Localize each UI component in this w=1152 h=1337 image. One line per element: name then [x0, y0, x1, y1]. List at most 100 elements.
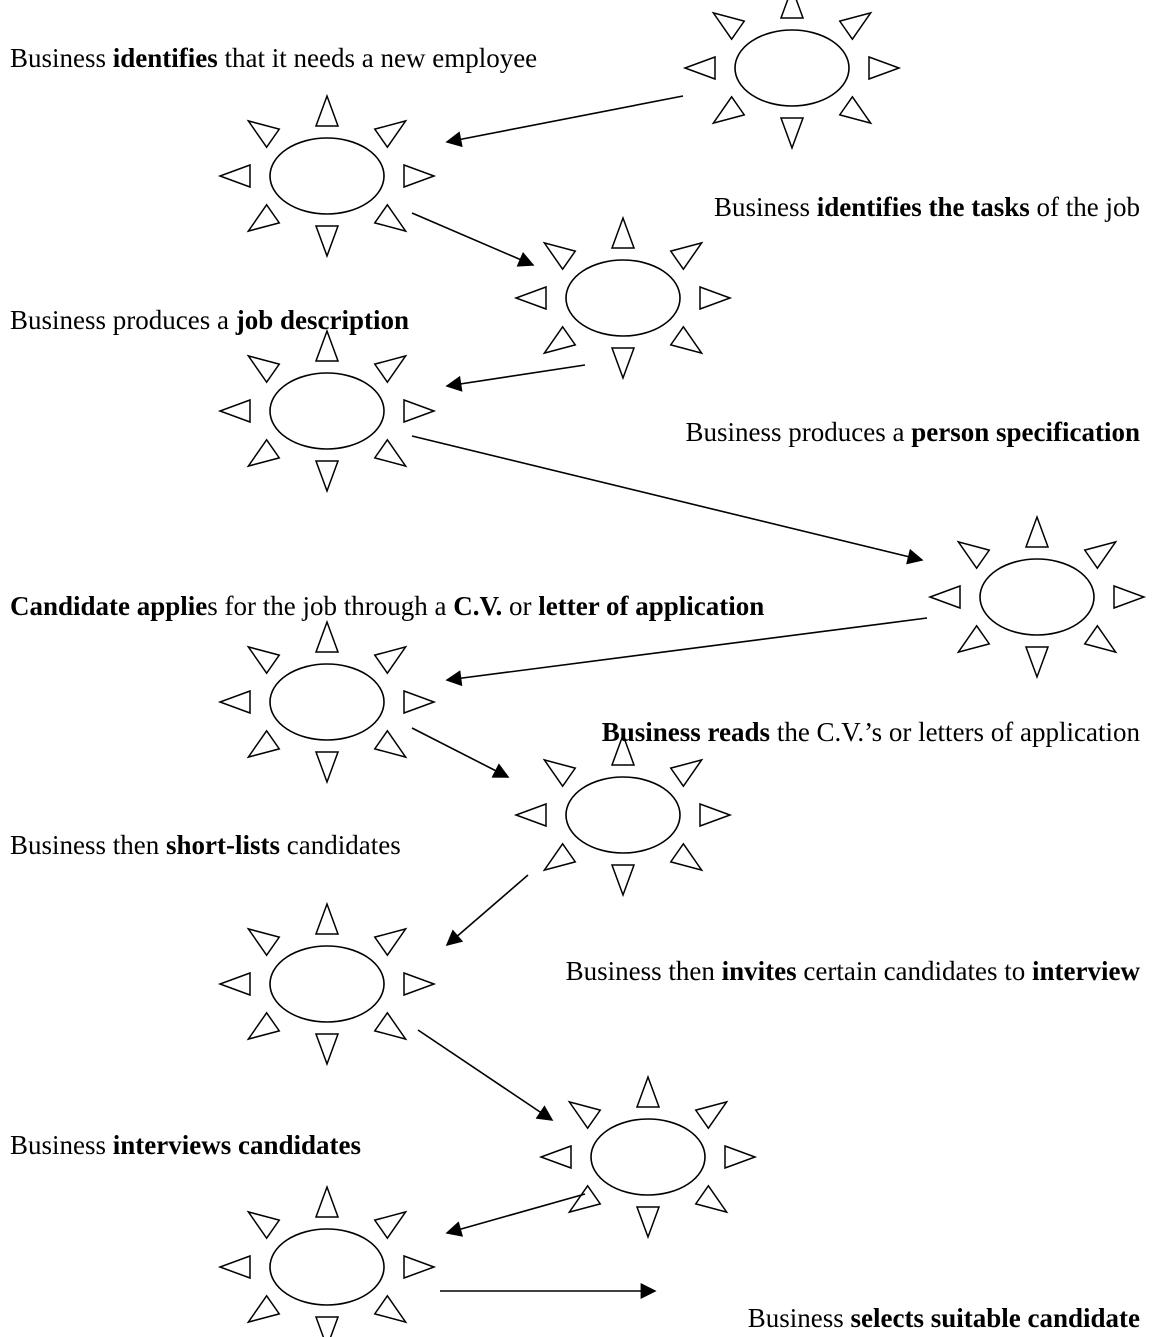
sun-ray-triangle: [314, 1033, 340, 1067]
sun-ray-triangle: [314, 751, 340, 785]
label-text: of the job: [1029, 192, 1140, 222]
sun-ray-triangle: [956, 624, 991, 654]
flow-arrow: [411, 212, 535, 267]
sun-ray-triangle: [610, 864, 636, 898]
sun-ray-triangle: [217, 689, 251, 715]
sun-ray-triangle: [699, 802, 733, 828]
sun-ray-triangle: [246, 438, 281, 468]
label-text: or: [502, 591, 539, 621]
flow-arrow: [445, 95, 684, 148]
sun-ray-triangle: [403, 1254, 437, 1280]
sun-ray-triangle: [314, 328, 340, 362]
sun-center-ellipse: [269, 372, 385, 450]
label-text: certain candidates to: [796, 956, 1033, 986]
sun-ray-triangle: [567, 1100, 602, 1130]
sun-ray-triangle: [403, 398, 437, 424]
label-text: Business: [713, 192, 817, 222]
flow-arrow: [445, 617, 928, 687]
sun-ray-triangle: [403, 163, 437, 189]
sun-ray-triangle: [542, 241, 577, 271]
step-label-job-description: Business produces a job description: [10, 304, 409, 336]
label-text: Business produces a: [10, 305, 236, 335]
sun-ray-triangle: [373, 354, 408, 384]
sun-ray-triangle: [246, 119, 281, 149]
sun-ray-triangle: [927, 584, 961, 610]
label-bold-text: Business reads: [601, 717, 771, 747]
sun-ray-triangle: [314, 93, 340, 127]
sun-ray-triangle: [694, 1100, 729, 1130]
flow-arrow: [411, 435, 924, 565]
sun-center-ellipse: [565, 259, 681, 337]
sun-ray-triangle: [711, 11, 746, 41]
sun-ray-triangle: [694, 1184, 729, 1214]
sun-icon: [682, 0, 902, 151]
sun-center-ellipse: [269, 945, 385, 1023]
sun-ray-triangle: [403, 689, 437, 715]
label-text: the C.V.’s or letters of application: [770, 717, 1140, 747]
sun-ray-triangle: [314, 460, 340, 494]
sun-ray-triangle: [314, 1316, 340, 1337]
sun-ray-triangle: [610, 215, 636, 249]
sun-ray-triangle: [373, 729, 408, 759]
label-bold-text: letter of application: [538, 591, 765, 621]
flow-arrow: [445, 1193, 586, 1237]
sun-icon: [217, 1184, 437, 1337]
sun-ray-triangle: [314, 1184, 340, 1218]
sun-ray-triangle: [246, 1294, 281, 1324]
sun-icon: [513, 732, 733, 898]
step-label-identify-need: Business identifies that it needs a new …: [10, 42, 537, 74]
sun-center-ellipse: [269, 137, 385, 215]
label-bold-text: person specification: [911, 417, 1140, 447]
label-bold-text: invites: [721, 956, 797, 986]
sun-ray-triangle: [513, 802, 547, 828]
sun-icon: [217, 619, 437, 785]
sun-ray-triangle: [246, 203, 281, 233]
sun-center-ellipse: [269, 1228, 385, 1306]
sun-ray-triangle: [246, 1011, 281, 1041]
label-text: Business: [10, 1130, 113, 1160]
sun-ray-triangle: [868, 55, 902, 81]
sun-ray-triangle: [779, 0, 805, 19]
label-text: Business: [747, 1303, 851, 1333]
sun-ray-triangle: [724, 1144, 758, 1170]
sun-ray-triangle: [669, 241, 704, 271]
sun-ray-triangle: [1083, 624, 1118, 654]
sun-icon: [217, 93, 437, 259]
label-bold-text: identifies the tasks: [816, 192, 1030, 222]
sun-ray-triangle: [373, 1011, 408, 1041]
sun-ray-triangle: [246, 927, 281, 957]
flow-arrow: [445, 874, 529, 947]
label-text: Business then: [565, 956, 722, 986]
sun-ray-triangle: [669, 758, 704, 788]
sun-ray-triangle: [403, 971, 437, 997]
sun-ray-triangle: [373, 645, 408, 675]
sun-ray-triangle: [1113, 584, 1147, 610]
sun-ray-triangle: [610, 347, 636, 381]
step-label-invites-to-interview: Business then invites certain candidates…: [566, 955, 1140, 987]
sun-ray-triangle: [373, 1294, 408, 1324]
sun-ray-triangle: [1024, 646, 1050, 680]
sun-center-ellipse: [590, 1118, 706, 1196]
sun-ray-triangle: [779, 117, 805, 151]
sun-ray-triangle: [314, 225, 340, 259]
sun-ray-triangle: [542, 325, 577, 355]
sun-ray-triangle: [838, 95, 873, 125]
sun-ray-triangle: [217, 1254, 251, 1280]
sun-ray-triangle: [513, 285, 547, 311]
label-bold-text: C.V.: [453, 591, 503, 621]
step-label-business-reads: Business reads the C.V.’s or letters of …: [602, 716, 1140, 748]
sun-center-ellipse: [269, 663, 385, 741]
sun-ray-triangle: [373, 438, 408, 468]
sun-ray-triangle: [711, 95, 746, 125]
sun-ray-triangle: [610, 732, 636, 766]
sun-ray-triangle: [1083, 540, 1118, 570]
flow-arrow: [417, 1029, 554, 1121]
sun-ray-triangle: [542, 758, 577, 788]
sun-ray-triangle: [373, 1210, 408, 1240]
sun-center-ellipse: [734, 29, 850, 107]
label-text: Business produces a: [685, 417, 912, 447]
label-text: that it needs a new employee: [217, 43, 538, 73]
label-text: s for the job through a: [207, 591, 454, 621]
label-bold-text: short-lists: [166, 830, 281, 860]
